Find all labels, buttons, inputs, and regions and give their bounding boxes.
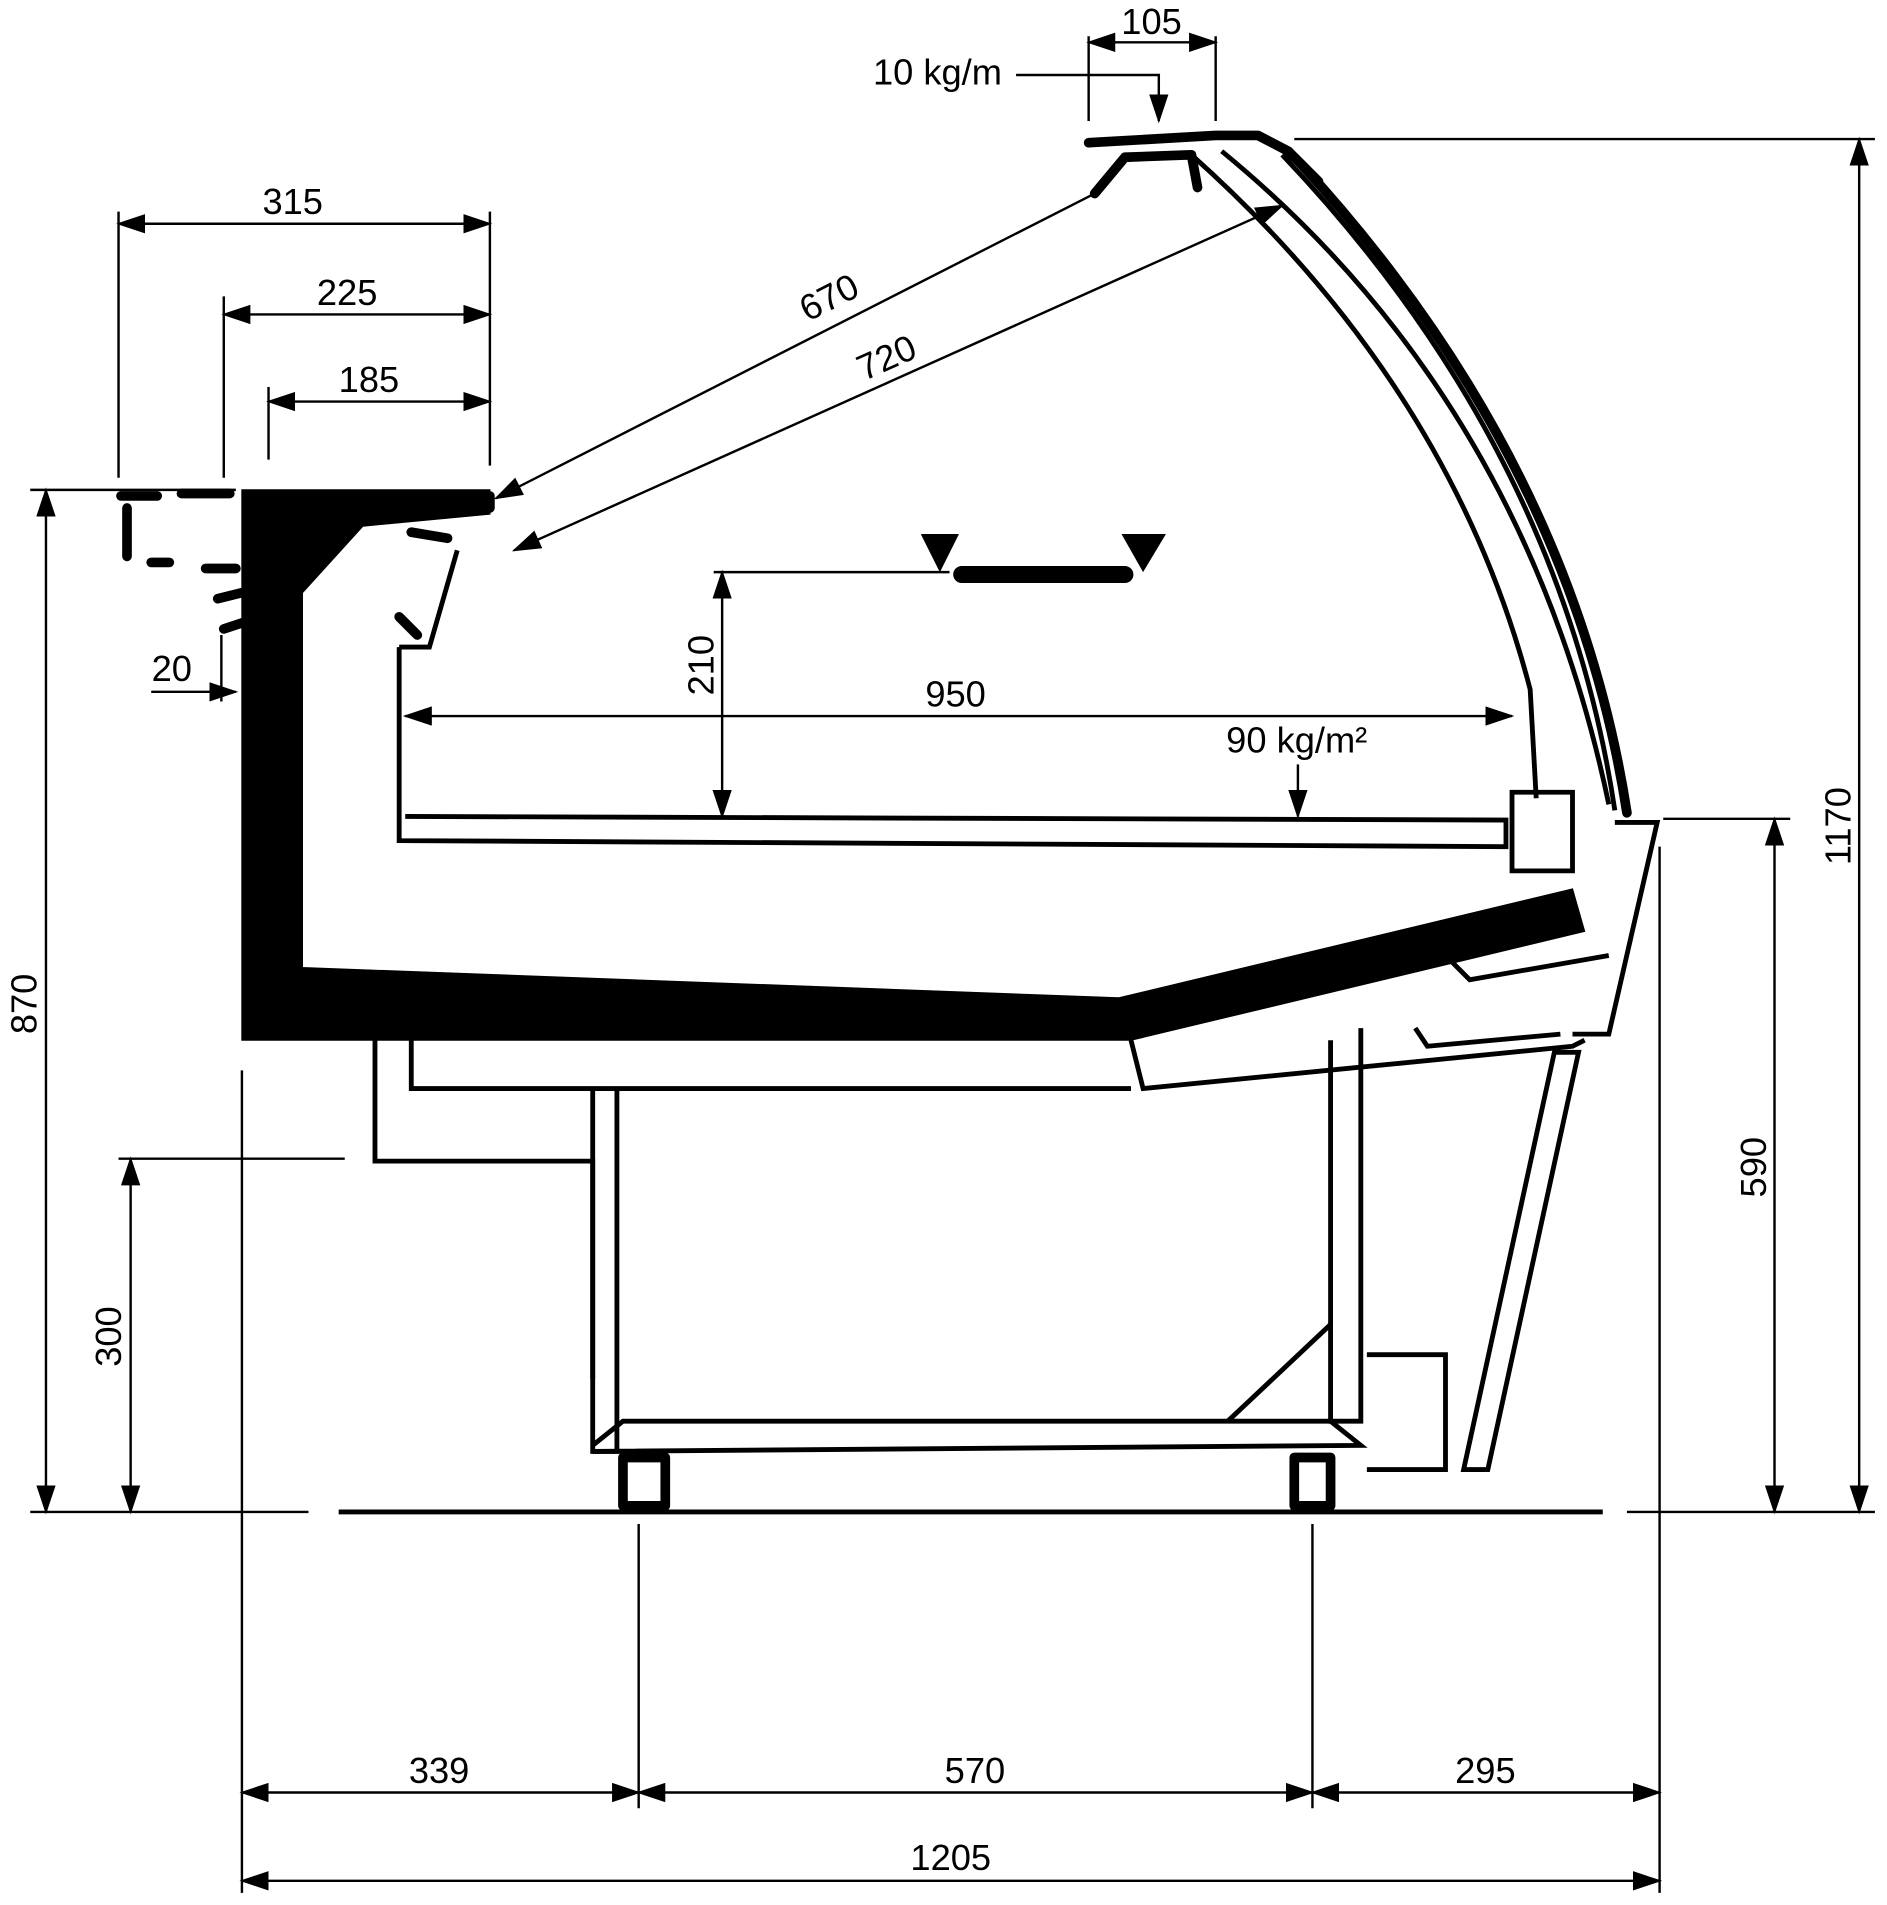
dim-570: 570 <box>945 1750 1006 1791</box>
dimension-labels: 105 10 kg/m 315 225 185 670 720 20 210 9… <box>3 1 1858 1878</box>
product-tray <box>920 534 1166 583</box>
dim-670: 670 <box>793 265 866 329</box>
dim-870: 870 <box>3 974 44 1035</box>
dim-590: 590 <box>1733 1137 1774 1198</box>
dim-top-load: 10 kg/m <box>873 52 1002 93</box>
dim-1205: 1205 <box>910 1837 991 1878</box>
dim-185: 185 <box>339 359 400 400</box>
dim-225: 225 <box>317 272 378 313</box>
dim-20: 20 <box>152 648 192 689</box>
curved-glass <box>1083 130 1632 818</box>
dim-950: 950 <box>925 673 986 714</box>
dim-300: 300 <box>88 1306 129 1367</box>
dim-315: 315 <box>262 181 323 222</box>
dim-339: 339 <box>409 1750 470 1791</box>
dim-295: 295 <box>1455 1750 1516 1791</box>
dim-720: 720 <box>850 326 922 388</box>
dim-210: 210 <box>681 635 722 696</box>
frame-legs <box>590 1028 1364 1454</box>
dim-105: 105 <box>1121 1 1182 42</box>
deck-shelf <box>396 647 1509 850</box>
dimension-lines <box>30 32 1875 1893</box>
dim-deck-load: 90 kg/m² <box>1226 719 1367 760</box>
counter-body <box>116 488 1661 1511</box>
dim-1170: 1170 <box>1818 787 1859 865</box>
